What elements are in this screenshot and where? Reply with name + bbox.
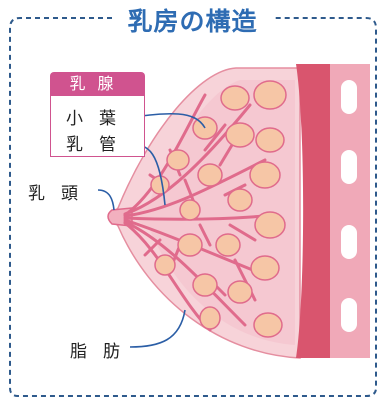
lobules	[150, 80, 287, 338]
lobule	[215, 233, 241, 257]
lobule	[250, 255, 280, 281]
lobule	[255, 127, 285, 153]
lobule	[227, 188, 253, 212]
nipple-leader	[97, 189, 115, 211]
page-title: 乳房の構造	[127, 7, 258, 36]
lobule	[249, 161, 281, 189]
rib-bone-icon	[341, 80, 357, 332]
fat-leader	[129, 309, 186, 348]
dashed-frame	[9, 17, 377, 397]
lobule	[192, 273, 218, 297]
lobule	[220, 85, 250, 111]
lobule	[166, 149, 190, 171]
label-fat: 脂肪	[70, 342, 136, 362]
lobule	[199, 306, 221, 330]
lobule	[254, 211, 286, 239]
lobule	[154, 254, 176, 276]
lobule	[150, 175, 170, 195]
legend-item-lobule: 小葉	[66, 109, 132, 129]
legend-header: 乳腺	[50, 72, 145, 96]
breast-inner	[130, 80, 295, 345]
chest-muscle	[296, 64, 332, 358]
lobule	[179, 199, 201, 221]
lobule	[253, 80, 287, 110]
lobule	[225, 122, 255, 148]
legend-box	[50, 96, 145, 157]
legend-item-duct: 乳管	[66, 135, 132, 155]
label-nipple: 乳頭	[28, 184, 94, 204]
lobule	[197, 163, 223, 187]
lobule	[253, 312, 283, 338]
lobule	[177, 233, 203, 257]
lobule	[227, 280, 253, 304]
